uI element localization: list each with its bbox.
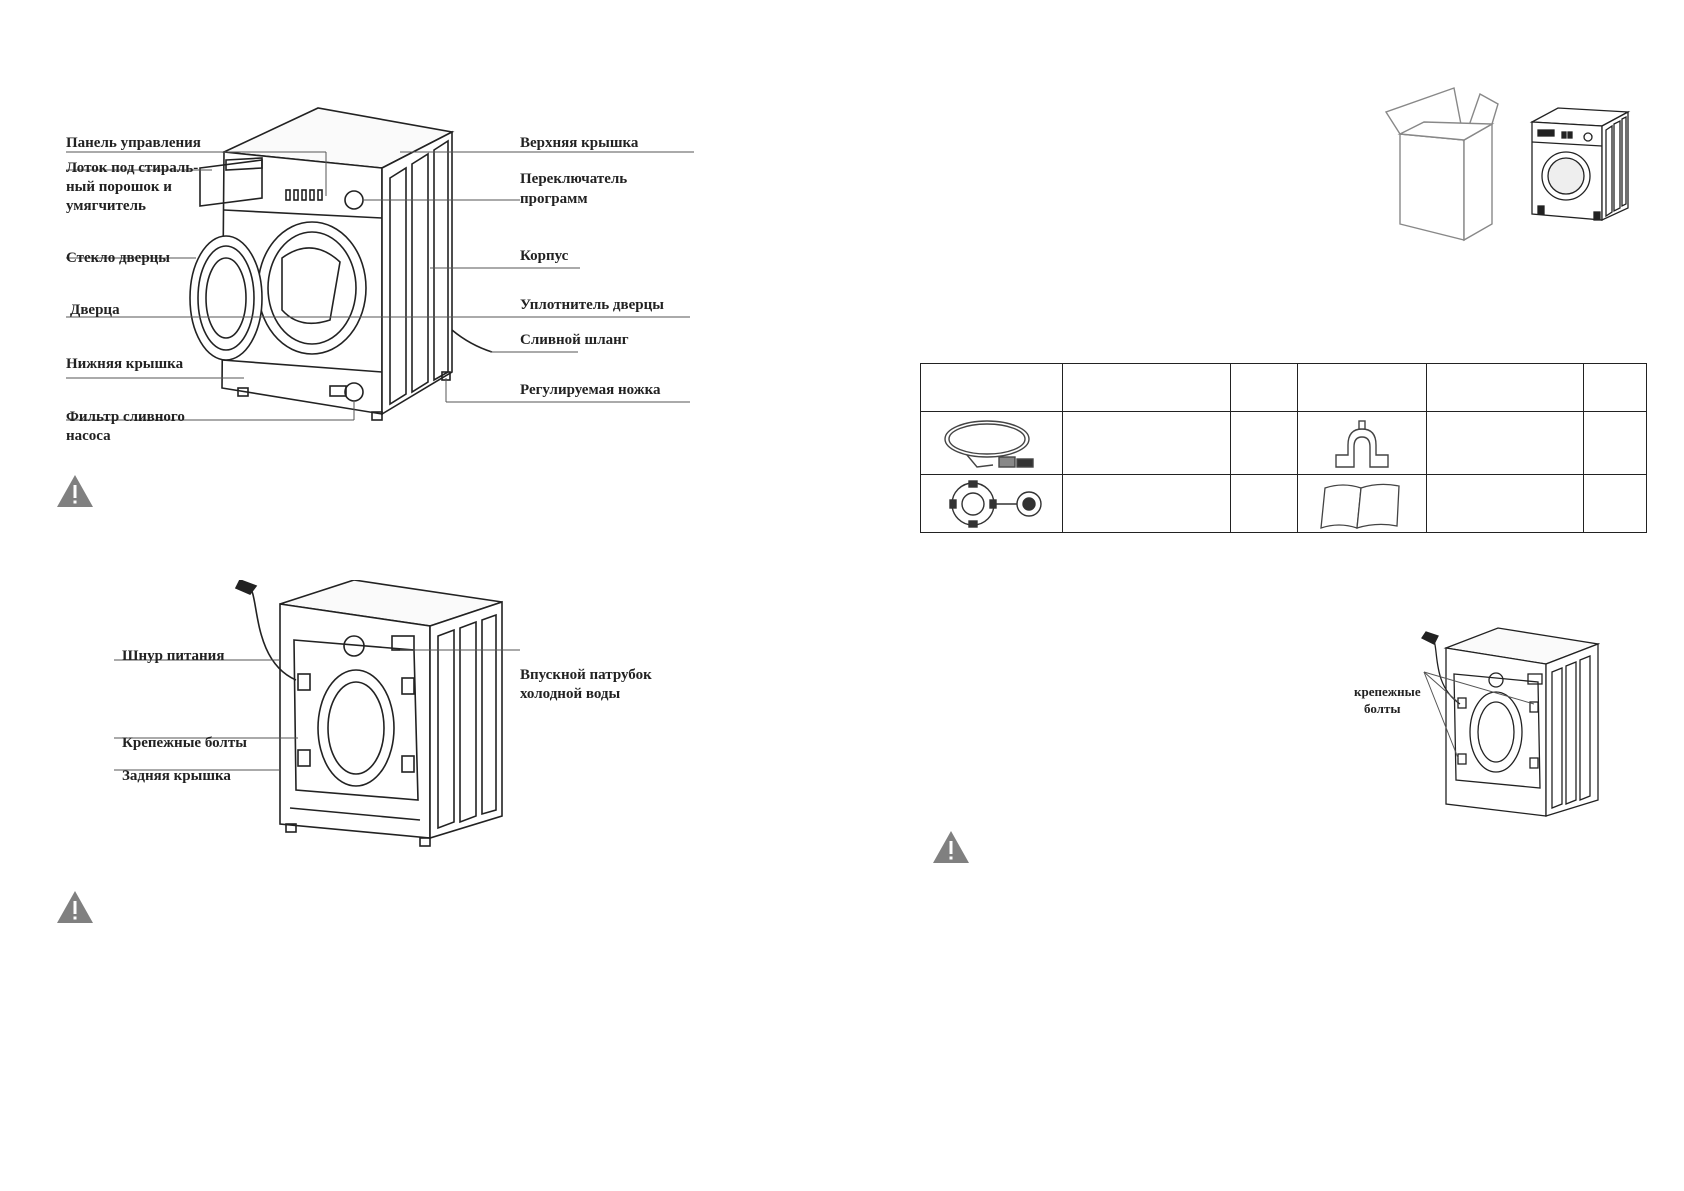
hose-holder-icon: [1335, 420, 1389, 468]
warning-triangle-icon: [933, 831, 969, 863]
table-cell: [1583, 411, 1647, 475]
table-cell: [1426, 363, 1584, 412]
label-bolts-2: болты: [1364, 701, 1401, 716]
table-cell: [920, 363, 1063, 412]
table-cell: [1230, 411, 1298, 475]
table-cell: [1297, 363, 1427, 412]
table-cell: [1583, 363, 1647, 412]
transit-bolts-illustration: [1421, 627, 1600, 817]
label-program-selector-1: Переключатель: [520, 171, 628, 187]
user-manual-icon: [1320, 483, 1400, 529]
warning-triangle-icon: [57, 475, 93, 507]
label-control-panel: Панель управления: [66, 135, 201, 151]
label-cold-inlet-2: холодной воды: [520, 686, 621, 702]
label-adjustable-foot: Регулируемая ножка: [520, 382, 661, 398]
label-bolts-1: крепежные: [1354, 684, 1421, 699]
label-drain-filter-1: Фильтр сливного: [66, 409, 185, 425]
label-transit-bolts: Крепежные болты: [122, 735, 247, 751]
washing-machine-icon: [1529, 107, 1631, 222]
label-program-selector-2: программ: [520, 191, 588, 207]
label-drain-hose: Сливной шланг: [520, 332, 629, 348]
cardboard-box-icon: [1384, 87, 1499, 242]
table-cell: [1297, 411, 1427, 475]
front-washer-illustration: [66, 107, 694, 421]
transport-hole-caps-icon: [948, 479, 1042, 528]
back-washer-illustration: [114, 580, 520, 847]
table-row: [920, 474, 1647, 533]
warning-triangle-icon: [57, 891, 93, 923]
label-door-glass: Стекло дверцы: [66, 250, 171, 266]
table-cell: [1230, 474, 1298, 533]
inlet-hose-icon: [943, 420, 1034, 468]
label-detergent-drawer-1: Лоток под стираль-: [66, 160, 199, 176]
table-row: [920, 411, 1647, 475]
table-cell: [1062, 411, 1231, 475]
label-detergent-drawer-3: умягчитель: [66, 198, 146, 214]
table-cell: [1062, 363, 1231, 412]
label-cabinet: Корпус: [520, 248, 569, 264]
accessories-table: [920, 363, 1647, 533]
table-cell: [920, 474, 1063, 533]
table-row: [920, 363, 1647, 412]
label-door: Дверца: [70, 302, 120, 318]
table-cell: [1426, 411, 1584, 475]
label-detergent-drawer-2: ный порошок и: [66, 179, 172, 195]
label-back-cover: Задняя крышка: [122, 768, 231, 784]
table-cell: [1297, 474, 1427, 533]
label-door-seal: Уплотнитель дверцы: [520, 297, 664, 313]
label-drain-filter-2: насоса: [66, 428, 111, 444]
label-power-cord: Шнур питания: [122, 648, 225, 664]
table-cell: [1062, 474, 1231, 533]
table-cell: [1426, 474, 1584, 533]
table-cell: [920, 411, 1063, 475]
label-cold-inlet-1: Впускной патрубок: [520, 667, 652, 683]
label-bottom-cover: Нижняя крышка: [66, 356, 184, 372]
label-top-cover: Верхняя крышка: [520, 135, 639, 151]
table-cell: [1230, 363, 1298, 412]
table-cell: [1583, 474, 1647, 533]
